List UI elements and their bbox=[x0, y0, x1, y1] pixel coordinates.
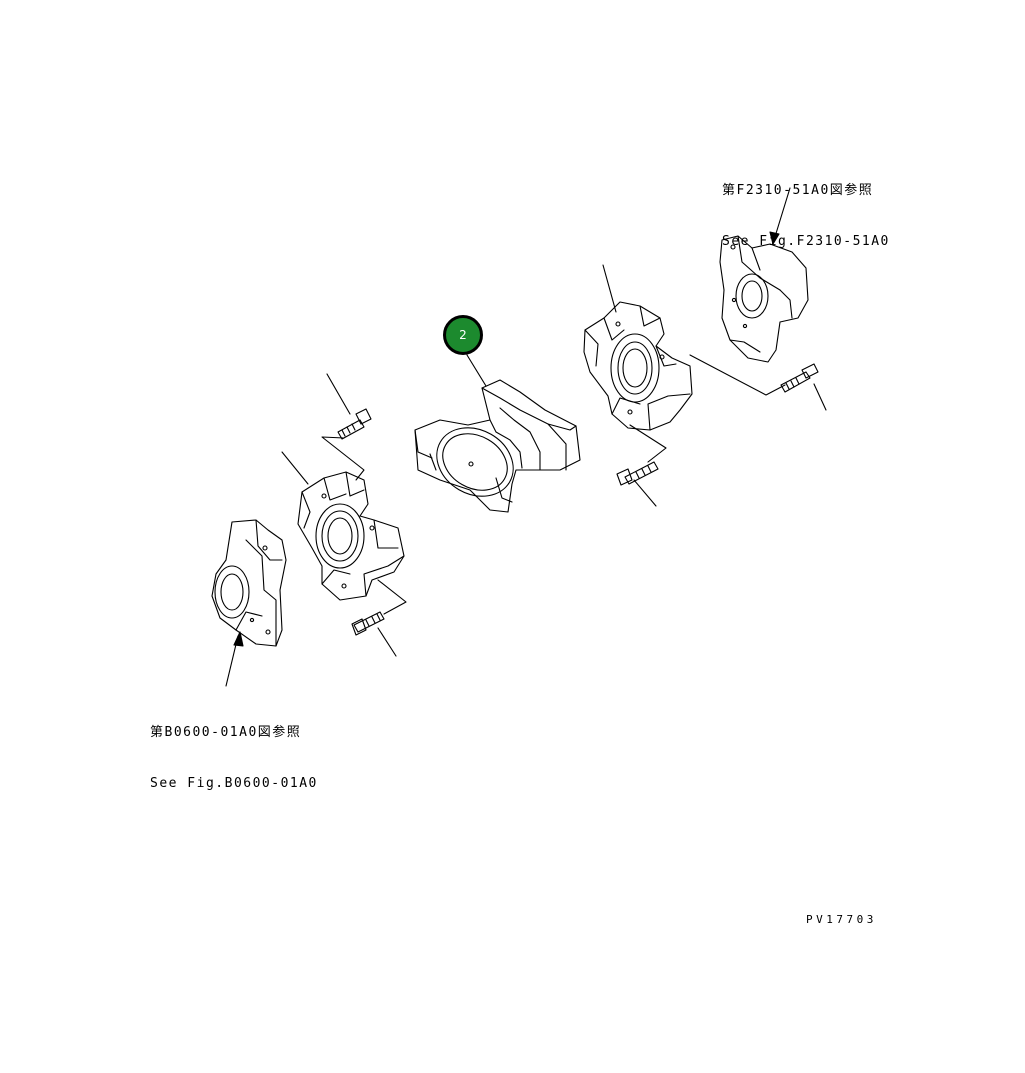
center-coupling-element bbox=[414, 379, 581, 513]
drawing-number: PV17703 bbox=[806, 913, 877, 926]
leader-right-bolt-upper bbox=[813, 383, 827, 411]
reference-bottom-jp: 第B0600-01A0図参照 bbox=[150, 725, 302, 740]
right-bolt-lower bbox=[616, 461, 659, 486]
left-housing bbox=[211, 519, 287, 647]
left-bolt-lower bbox=[351, 611, 385, 636]
right-housing bbox=[719, 235, 809, 363]
leader-left-bolt-lower bbox=[377, 627, 397, 657]
part-callout-2[interactable]: 2 bbox=[443, 315, 483, 355]
bolt-path-left-upper bbox=[321, 436, 365, 481]
leader-left-bolt-upper bbox=[326, 373, 351, 415]
reference-top-en: See Fig.F2310-51A0 bbox=[722, 234, 890, 249]
callout-number: 2 bbox=[459, 328, 467, 342]
bolt-path-right-lower bbox=[629, 424, 667, 463]
reference-top-jp: 第F2310-51A0図参照 bbox=[722, 183, 874, 198]
leader-right-coupling bbox=[602, 264, 617, 313]
callout-leader bbox=[466, 354, 487, 387]
leader-left-coupling bbox=[281, 451, 309, 485]
left-coupling bbox=[297, 471, 405, 601]
reference-arrow-top bbox=[769, 187, 791, 245]
left-bolt-upper bbox=[337, 408, 372, 440]
bolt-path-right-upper bbox=[689, 354, 786, 396]
bolt-path-left-lower bbox=[377, 579, 407, 615]
reference-arrow-bottom bbox=[225, 631, 244, 687]
reference-bottom-en: See Fig.B0600-01A0 bbox=[150, 776, 318, 791]
reference-label-top: 第F2310-51A0図参照 See Fig.F2310-51A0 bbox=[722, 148, 890, 284]
leader-right-bolt-lower bbox=[633, 479, 657, 507]
reference-label-bottom: 第B0600-01A0図参照 See Fig.B0600-01A0 bbox=[150, 690, 318, 826]
right-bolt-upper bbox=[780, 363, 819, 393]
right-coupling bbox=[583, 301, 693, 431]
